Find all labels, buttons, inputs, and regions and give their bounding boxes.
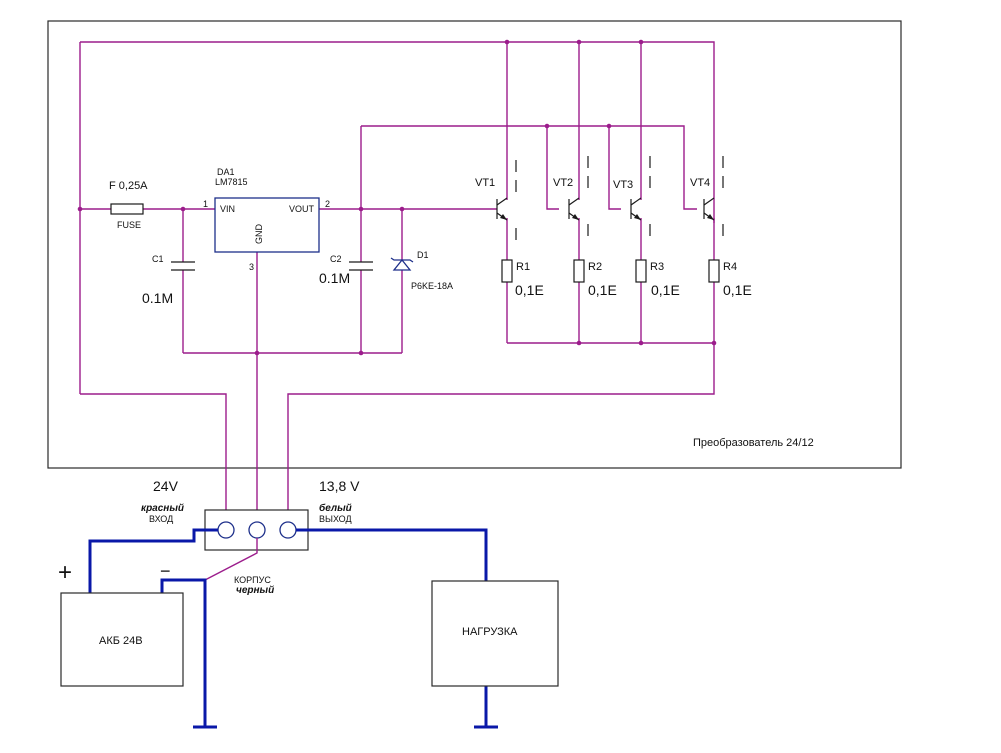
connector-block: 24V красный ВХОД 13,8 V белый ВЫХОД КОРП…	[141, 478, 360, 596]
svg-text:1: 1	[203, 199, 208, 209]
svg-text:красный: красный	[141, 503, 184, 514]
svg-text:0,1E: 0,1E	[723, 282, 752, 298]
case-terminal	[248, 521, 266, 539]
svg-text:VT2: VT2	[553, 177, 573, 189]
svg-text:DA1: DA1	[217, 167, 235, 177]
svg-text:белый: белый	[319, 502, 352, 514]
fuse: F 0,25A FUSE	[109, 180, 148, 230]
svg-text:ВЫХОД: ВЫХОД	[319, 514, 352, 524]
svg-text:VOUT: VOUT	[289, 204, 315, 214]
svg-text:D1: D1	[417, 250, 429, 260]
svg-text:2: 2	[325, 199, 330, 209]
svg-text:черный: черный	[236, 585, 274, 596]
svg-text:R1: R1	[516, 261, 530, 273]
svg-text:АКБ 24В: АКБ 24В	[99, 635, 143, 647]
svg-text:0.1M: 0.1M	[142, 290, 173, 306]
svg-text:VT1: VT1	[475, 177, 495, 189]
svg-text:C1: C1	[152, 254, 164, 264]
resistor-r3: R3 0,1E	[635, 259, 680, 298]
resistor-r2: R2 0,1E	[573, 259, 617, 298]
regulator-lm7815: DA1 LM7815 VIN VOUT 1 2 3 GND	[203, 167, 330, 272]
svg-text:НАГРУЗКА: НАГРУЗКА	[462, 626, 518, 638]
svg-text:0.1M: 0.1M	[319, 270, 350, 286]
transistor-vt3: VT3	[613, 156, 651, 236]
case-wire	[204, 538, 258, 581]
input-terminal	[217, 521, 235, 539]
capacitor-c2: C2 0.1M	[319, 254, 373, 286]
svg-text:R2: R2	[588, 261, 602, 273]
svg-text:+: +	[58, 559, 72, 586]
svg-text:ВХОД: ВХОД	[149, 514, 173, 524]
svg-text:R3: R3	[650, 261, 664, 273]
svg-text:VT3: VT3	[613, 179, 633, 191]
svg-text:0,1E: 0,1E	[651, 282, 680, 298]
battery-box: АКБ 24В + −	[58, 559, 184, 687]
svg-text:VT4: VT4	[690, 177, 710, 189]
converter-board-outline	[47, 20, 902, 469]
transistor-vt4: VT4	[690, 156, 724, 236]
resistor-r4: R4 0,1E	[708, 259, 752, 298]
svg-text:−: −	[160, 561, 171, 581]
svg-text:R4: R4	[723, 261, 737, 273]
svg-text:VIN: VIN	[220, 204, 235, 214]
diode-d1: D1 P6KE-18A	[390, 250, 453, 291]
transistor-vt1: VT1	[475, 160, 517, 240]
svg-text:13,8 V: 13,8 V	[319, 478, 360, 494]
junction-dots	[77, 39, 717, 356]
svg-text:3: 3	[249, 262, 254, 272]
svg-text:0,1E: 0,1E	[588, 282, 617, 298]
svg-text:КОРПУС: КОРПУС	[234, 575, 271, 585]
svg-text:P6KE-18A: P6KE-18A	[411, 281, 453, 291]
svg-text:FUSE: FUSE	[117, 220, 141, 230]
svg-text:C2: C2	[330, 254, 342, 264]
svg-text:F 0,25A: F 0,25A	[109, 180, 148, 192]
transistor-vt2: VT2	[553, 156, 589, 236]
board-label: Преобразователь 24/12	[693, 437, 814, 449]
svg-text:LM7815: LM7815	[215, 177, 248, 187]
svg-text:GND: GND	[254, 224, 264, 245]
svg-text:0,1E: 0,1E	[515, 282, 544, 298]
resistor-r1: R1 0,1E	[501, 259, 544, 298]
load-box: НАГРУЗКА	[431, 580, 559, 687]
internal-wiring	[79, 41, 715, 528]
output-terminal	[279, 521, 297, 539]
capacitor-c1: C1 0.1M	[142, 254, 195, 306]
svg-text:24V: 24V	[153, 478, 179, 494]
external-wiring	[88, 528, 498, 729]
